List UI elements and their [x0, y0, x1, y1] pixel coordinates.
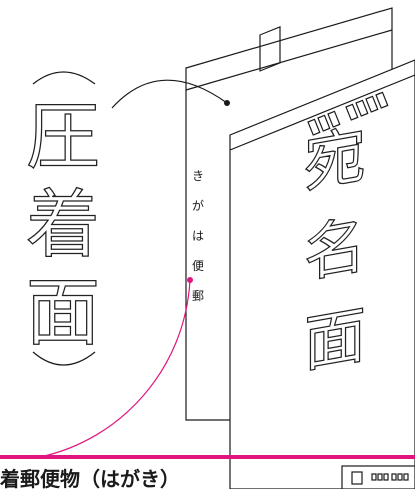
vertical-postcard-text: 郵 便 は が き — [192, 169, 204, 303]
pressure-callout-line — [39, 279, 191, 458]
address-char-name: 名 — [304, 208, 366, 291]
pressure-side-label: 圧 着 面 — [25, 71, 101, 366]
address-char-face: 面 — [304, 298, 366, 381]
label-char-face: 面 — [26, 270, 100, 356]
vertical-char: 便 — [192, 259, 204, 273]
caption-divider — [0, 455, 415, 459]
vertical-char: は — [192, 229, 204, 243]
panel-fold-line — [185, 29, 393, 91]
address-panel-outline — [229, 59, 415, 489]
label-char-wear: 着 — [26, 182, 100, 268]
label-char-pressure: 圧 — [26, 94, 100, 180]
stamp-box — [259, 26, 281, 72]
address-char-direct: 宛 — [304, 118, 366, 201]
address-panel: 宛 名 面 — [229, 26, 415, 489]
address-callout-line — [111, 79, 228, 109]
open-parenthesis — [32, 71, 96, 85]
small-postcard-stack — [341, 465, 415, 489]
vertical-char: が — [192, 198, 204, 213]
address-panel-edge — [229, 74, 415, 151]
vertical-char: 郵 — [192, 289, 204, 303]
pressure-callout-dot — [187, 277, 193, 283]
close-parenthesis — [32, 351, 96, 366]
vertical-char: き — [192, 169, 204, 183]
postal-code-boxes — [307, 91, 389, 136]
address-callout-dot — [224, 100, 230, 106]
bottom-caption: 着郵便物（はがき） — [0, 467, 180, 489]
